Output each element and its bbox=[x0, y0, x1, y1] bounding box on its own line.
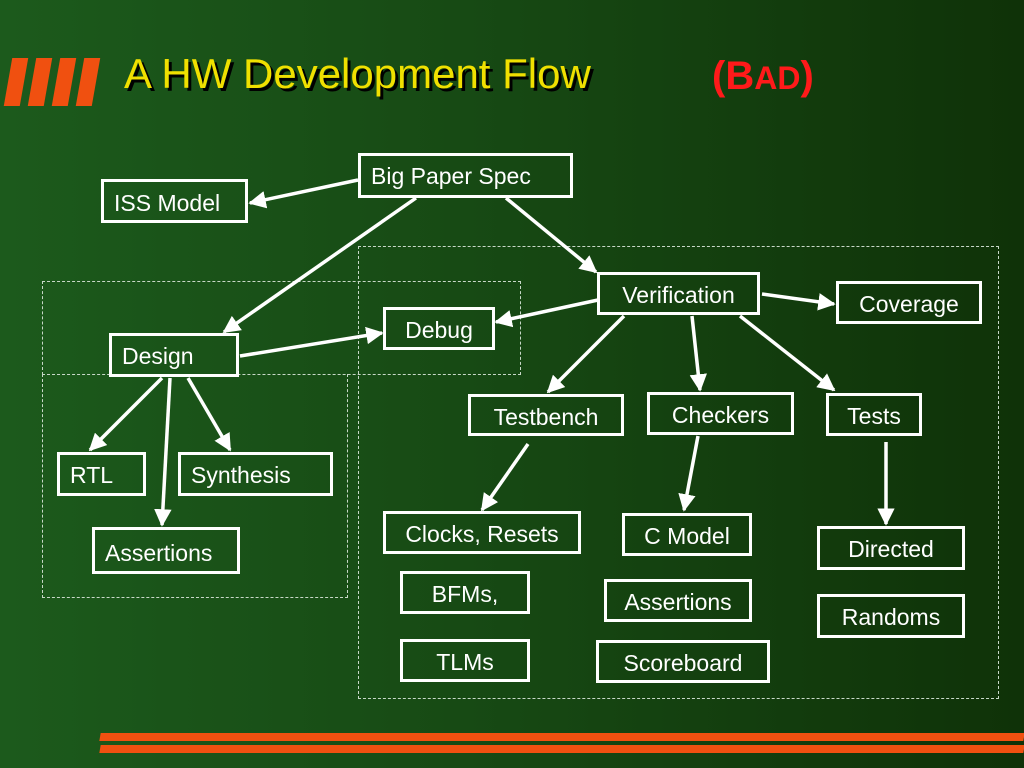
node-bfms: BFMs, bbox=[400, 571, 530, 614]
node-assertions-design: Assertions bbox=[92, 527, 240, 574]
node-coverage: Coverage bbox=[836, 281, 982, 324]
bottom-rule-top bbox=[99, 733, 1024, 741]
node-tlms: TLMs bbox=[400, 639, 530, 682]
arrow-design-to-assertions bbox=[154, 377, 172, 527]
node-clocks-resets: Clocks, Resets bbox=[383, 511, 581, 554]
node-debug: Debug bbox=[383, 307, 495, 350]
node-checkers: Checkers bbox=[647, 392, 794, 435]
node-directed: Directed bbox=[817, 526, 965, 570]
arrow-checkers-to-cmodel bbox=[678, 435, 700, 512]
arrow-verification-to-tests bbox=[738, 314, 836, 392]
arrow-spec-to-iss bbox=[248, 178, 359, 209]
node-randoms: Randoms bbox=[817, 594, 965, 638]
arrow-design-to-synthesis bbox=[186, 377, 232, 452]
arrow-testbench-to-clocks bbox=[480, 442, 530, 512]
node-testbench: Testbench bbox=[468, 394, 624, 436]
design-group-outline bbox=[42, 281, 521, 375]
bad-label-b: B bbox=[725, 54, 755, 98]
arrow-spec-to-design bbox=[222, 196, 418, 334]
node-assertions-verif: Assertions bbox=[604, 579, 752, 622]
verification-group-outline bbox=[358, 246, 999, 699]
bad-label-ad: AD bbox=[754, 60, 801, 96]
node-big-paper-spec: Big Paper Spec bbox=[358, 153, 573, 198]
node-iss-model: ISS Model bbox=[101, 179, 248, 223]
arrow-verification-to-coverage bbox=[761, 292, 836, 311]
node-scoreboard: Scoreboard bbox=[596, 640, 770, 683]
node-rtl: RTL bbox=[57, 452, 146, 496]
design-group-outline-lower bbox=[42, 374, 348, 598]
node-verification: Verification bbox=[597, 272, 760, 315]
arrow-verification-to-testbench bbox=[546, 314, 626, 394]
node-tests: Tests bbox=[826, 393, 922, 436]
arrow-design-to-debug bbox=[239, 326, 384, 358]
arrow-verification-to-checkers bbox=[689, 315, 708, 392]
arrow-verification-to-debug bbox=[494, 298, 599, 328]
arrow-spec-to-verification bbox=[504, 196, 598, 274]
arrow-design-to-rtl bbox=[88, 376, 164, 452]
node-c-model: C Model bbox=[622, 513, 752, 556]
bad-label-open: ( bbox=[712, 54, 726, 98]
node-design: Design bbox=[109, 333, 239, 377]
bad-label-close: ) bbox=[800, 54, 814, 98]
bad-label: (BAD) bbox=[712, 54, 814, 99]
node-synthesis: Synthesis bbox=[178, 452, 333, 496]
bottom-rule-bottom bbox=[99, 745, 1024, 753]
slide-title: A HW Development Flow bbox=[124, 50, 591, 97]
